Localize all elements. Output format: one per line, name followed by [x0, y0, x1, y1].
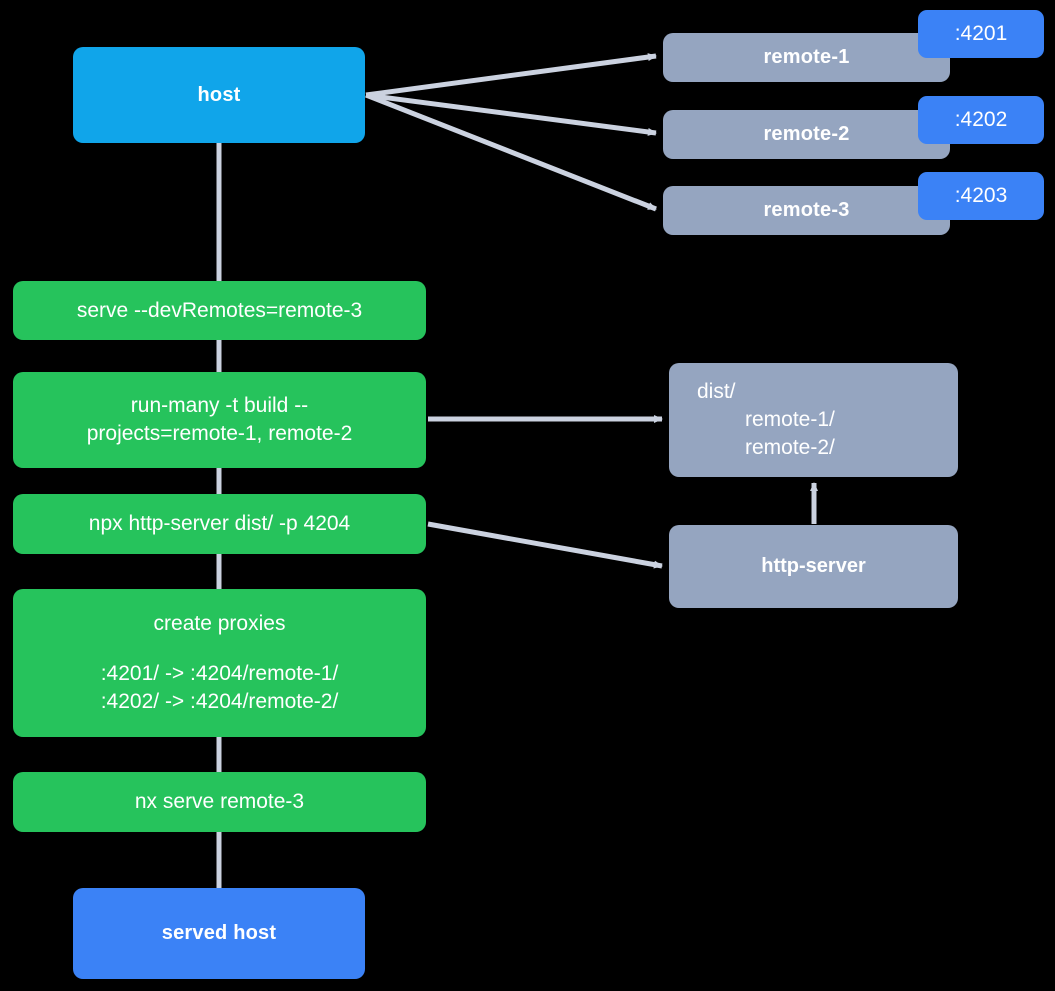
node-serve-dev-remotes-label: serve --devRemotes=remote-3: [76, 298, 363, 322]
node-remote-1-label: remote-1: [763, 46, 850, 69]
node-host[interactable]: host: [73, 47, 365, 143]
node-serve-dev-remotes[interactable]: serve --devRemotes=remote-3: [13, 281, 426, 340]
node-dist[interactable]: dist/ remote-1/ remote-2/: [669, 363, 958, 477]
node-dist-line-3: remote-2/: [745, 435, 835, 459]
badge-remote-3-port[interactable]: :4203: [918, 172, 1044, 220]
node-remote-2-label: remote-2: [763, 123, 850, 146]
edge-host-to-remote-3: [365, 92, 657, 212]
node-remote-3[interactable]: remote-3: [663, 186, 950, 235]
node-nx-serve-remote-3-label: nx serve remote-3: [134, 790, 305, 814]
node-create-proxies-mapping-1: :4201/ -> :4204/remote-1/: [100, 662, 339, 686]
node-http-server-label: http-server: [761, 555, 866, 578]
node-http-server[interactable]: http-server: [669, 525, 958, 608]
node-dist-line-2: remote-1/: [745, 408, 835, 432]
badge-remote-2-port-label: :4202: [954, 108, 1008, 131]
node-dist-line-1: dist/: [697, 380, 736, 404]
edge-host-to-remote-2: [365, 92, 657, 136]
node-dist-lines: dist/ remote-1/ remote-2/: [669, 378, 958, 461]
badge-remote-1-port[interactable]: :4201: [918, 10, 1044, 58]
edge-host-to-remote-1: [365, 53, 657, 98]
node-create-proxies-mapping-2: :4202/ -> :4204/remote-2/: [100, 689, 339, 713]
node-npx-http-server[interactable]: npx http-server dist/ -p 4204: [13, 494, 426, 554]
badge-remote-3-port-label: :4203: [954, 184, 1008, 207]
badge-remote-1-port-label: :4201: [954, 22, 1008, 45]
node-served-host[interactable]: served host: [73, 888, 365, 979]
node-served-host-label: served host: [161, 922, 277, 945]
node-remote-1[interactable]: remote-1: [663, 33, 950, 82]
node-host-label: host: [197, 83, 241, 106]
node-nx-serve-remote-3[interactable]: nx serve remote-3: [13, 772, 426, 832]
node-create-proxies[interactable]: create proxies :4201/ -> :4204/remote-1/…: [13, 589, 426, 737]
node-run-many-line-2: projects=remote-1, remote-2: [86, 422, 353, 445]
node-remote-3-label: remote-3: [763, 199, 850, 222]
node-create-proxies-title: create proxies: [153, 612, 286, 636]
node-remote-2[interactable]: remote-2: [663, 110, 950, 159]
edge-npx-to-httpserver: [427, 521, 663, 569]
badge-remote-2-port[interactable]: :4202: [918, 96, 1044, 144]
node-run-many-line-1: run-many -t build --: [130, 394, 309, 418]
node-run-many[interactable]: run-many -t build -- projects=remote-1, …: [13, 372, 426, 468]
node-npx-http-server-label: npx http-server dist/ -p 4204: [88, 512, 351, 536]
